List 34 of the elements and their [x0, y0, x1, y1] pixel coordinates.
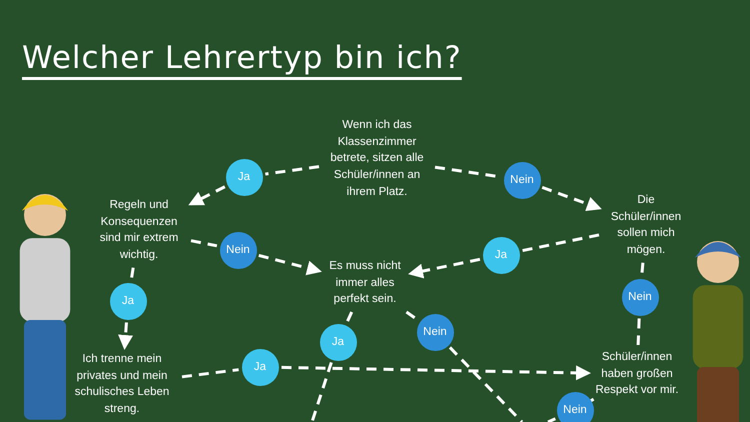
answer-circle: Nein: [220, 232, 256, 268]
arrow: [188, 185, 226, 206]
question-text: Regeln und Konsequenzen sind mir extrem wichtig.: [91, 197, 187, 264]
arrow: [542, 186, 602, 212]
answer-circle: Nein: [416, 314, 454, 350]
answer-circle: Ja: [110, 282, 146, 320]
connector-line: [522, 233, 600, 252]
question-text: Es muss nicht immer alles perfekt sein.: [323, 258, 407, 308]
connector-line: [346, 311, 354, 324]
answer-circle: Ja: [482, 236, 520, 274]
question-text: Ich trenne mein privates und mein schulisches Leben streng.: [66, 351, 178, 418]
arrow: [281, 365, 591, 380]
question-text: Die Schüler/innen sollen mich mögen.: [603, 192, 689, 259]
connector-line: [182, 368, 239, 378]
connector-line: [406, 310, 418, 321]
answer-circle: Nein: [504, 162, 540, 198]
answer-circle: Nein: [622, 278, 658, 316]
arrow: [408, 258, 480, 278]
question-text: Wenn ich das Klassenzimmer betrete, sitzen alle Schüler/innen an ihrem Platz.: [323, 117, 431, 200]
connector-line: [448, 346, 524, 422]
arrow: [118, 322, 134, 350]
connector-line: [310, 362, 333, 422]
title: Welcher Lehrertyp bin ich?: [22, 40, 462, 76]
answer-circle: Ja: [242, 348, 278, 386]
connector-line: [636, 318, 641, 346]
answer-circle: Ja: [226, 158, 262, 196]
arrow: [258, 254, 322, 276]
answer-circle: Nein: [556, 392, 594, 422]
connector-line: [265, 165, 320, 176]
connector-line: [190, 239, 218, 248]
connector-line: [547, 417, 556, 422]
question-text: Schüler/innen haben großen Respekt vor mir.: [592, 349, 682, 400]
answer-circle: Ja: [320, 324, 356, 360]
connector-line: [130, 267, 135, 280]
